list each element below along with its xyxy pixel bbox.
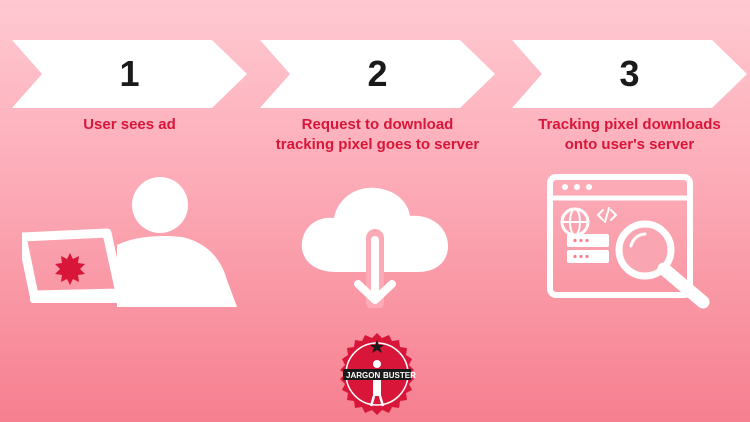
- browser-search-icon: [547, 174, 710, 309]
- globe-icon: [560, 207, 590, 237]
- user-laptop-icon: [22, 177, 237, 307]
- step-number-2: 2: [367, 53, 388, 94]
- step-caption-2: Request to download tracking pixel goes …: [275, 116, 480, 153]
- step-caption-1: User sees ad: [83, 116, 176, 133]
- chevron-arrow-2: [260, 40, 495, 108]
- badge-left-text: JARGON: [346, 371, 380, 380]
- magnifier-icon: [615, 220, 710, 309]
- chevron-arrow-1: [12, 40, 247, 108]
- server-icon: [567, 234, 609, 263]
- ad-burst-icon: [55, 253, 85, 285]
- step-number-3: 3: [619, 53, 640, 94]
- badge-right-text: BUSTER: [383, 371, 416, 380]
- step-number-1: 1: [119, 53, 140, 94]
- jargon-buster-badge: JARGON BUSTER: [340, 333, 416, 415]
- cloud-download-icon: [301, 187, 448, 308]
- step-caption-3: Tracking pixel downloads onto user's ser…: [538, 116, 721, 153]
- chevron-arrow-3: [512, 40, 747, 108]
- star-icon: [370, 340, 384, 353]
- code-icon: [597, 207, 617, 223]
